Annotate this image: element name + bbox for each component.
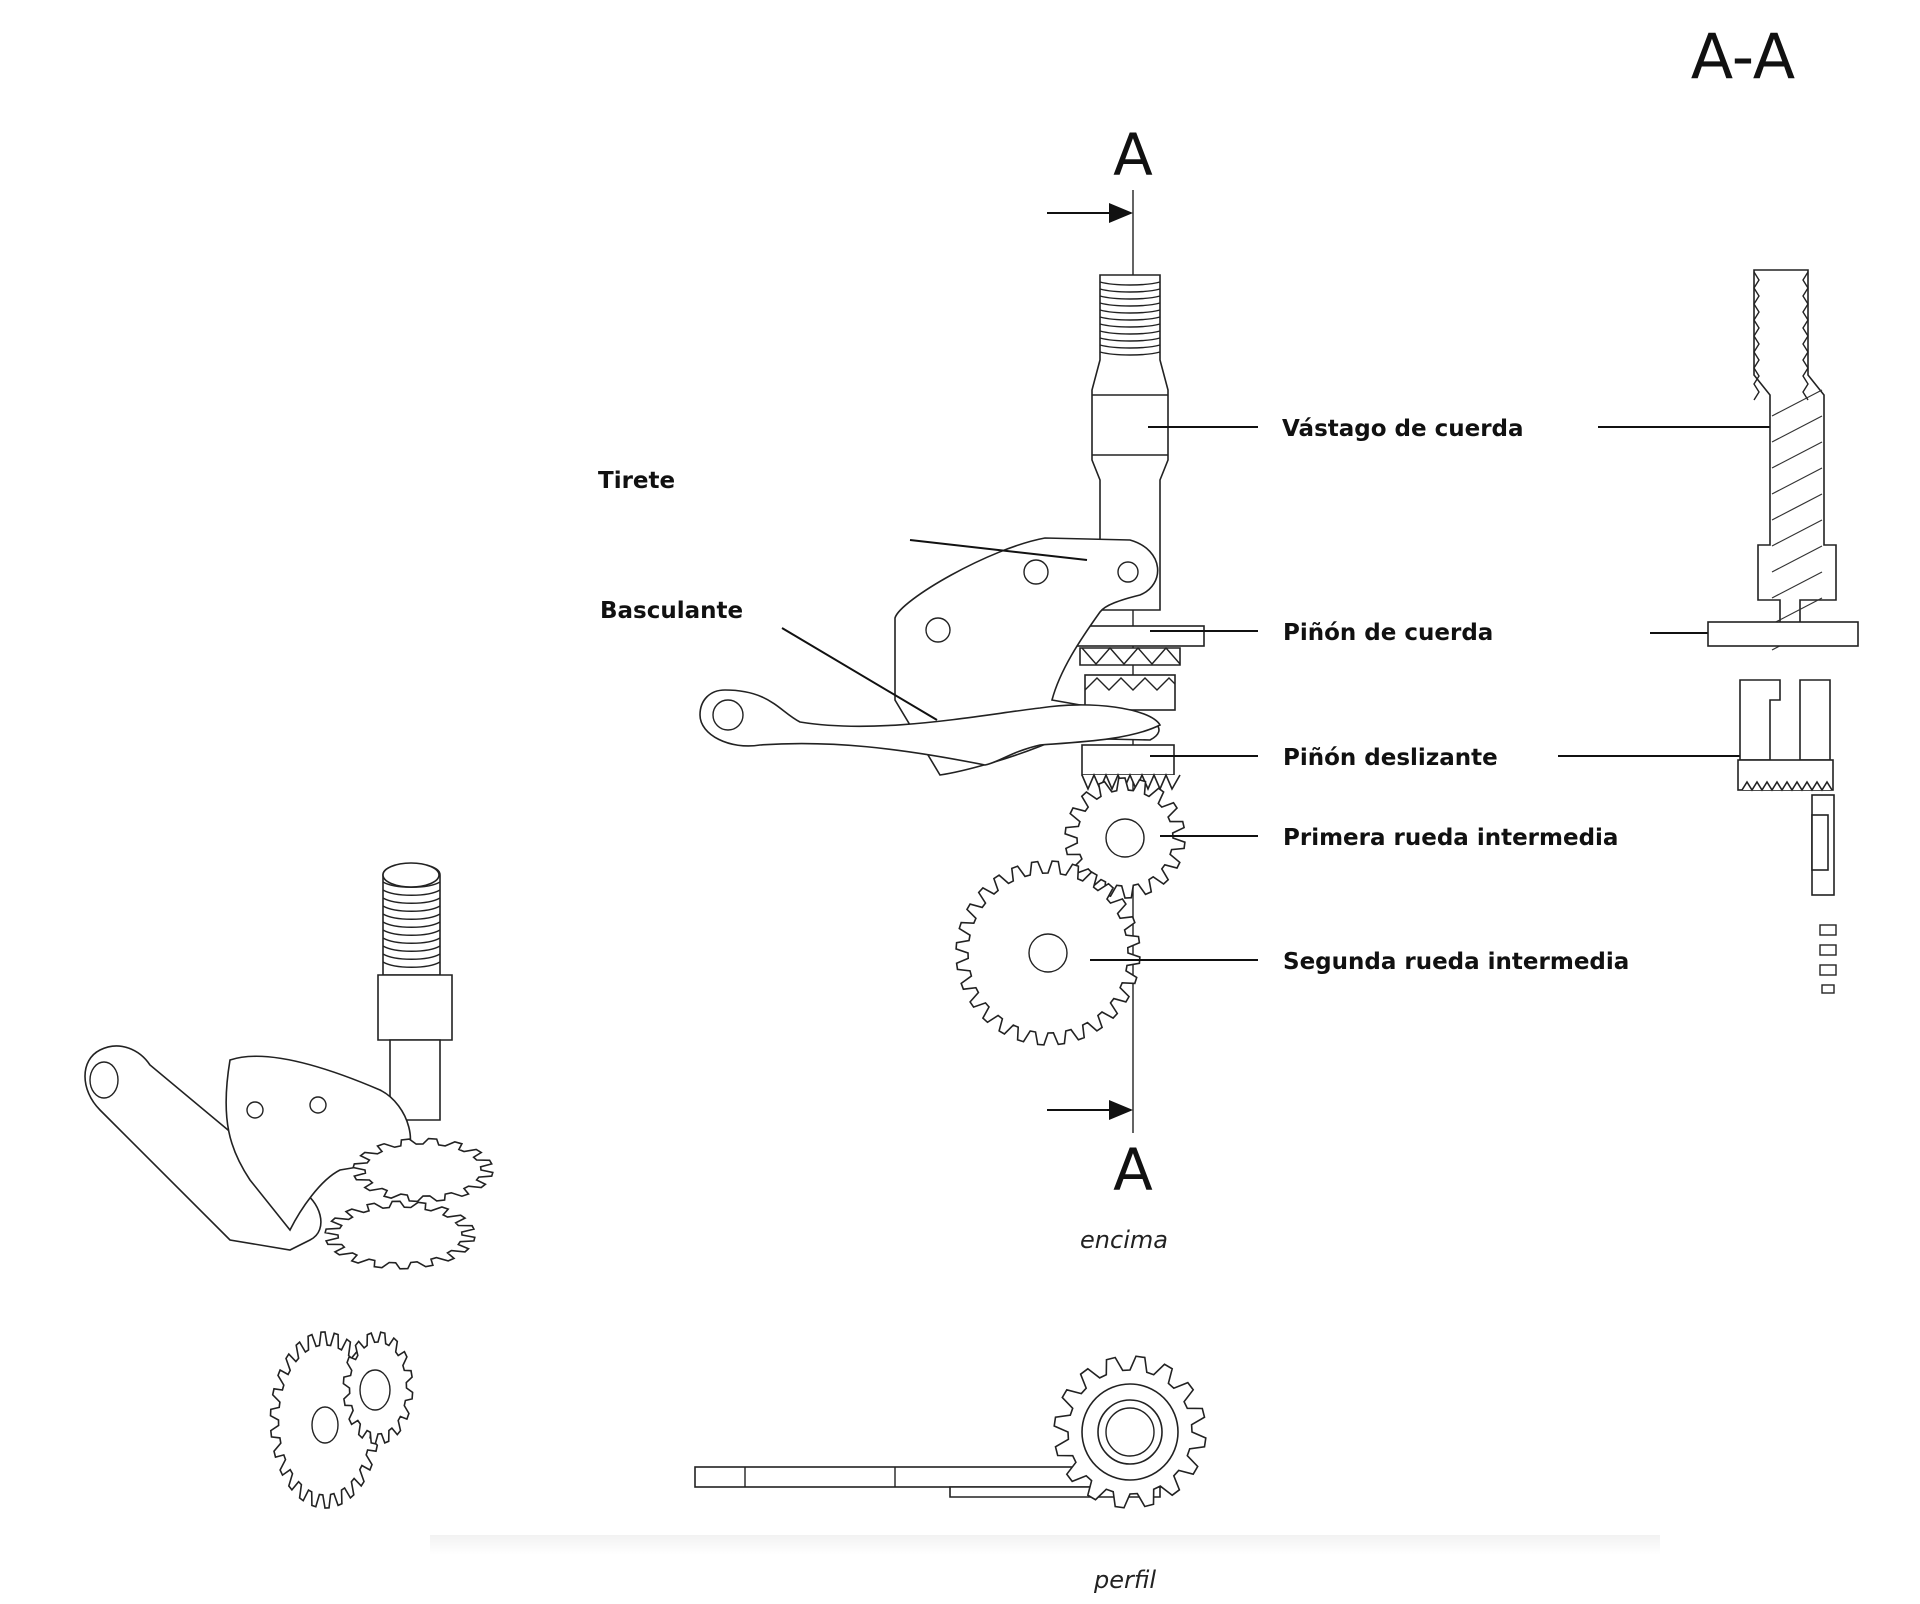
label-second-wheel: Segunda rueda intermedia [1283, 949, 1629, 975]
section-mark-top: A [1113, 121, 1153, 189]
thread-line [1099, 302, 1161, 307]
section-mark-bottom: A [1113, 1136, 1153, 1204]
thread-line [1099, 288, 1161, 293]
thread-line [382, 953, 441, 960]
label-basculante: Basculante [600, 598, 743, 624]
hatch-line [1771, 441, 1823, 469]
thread-line [382, 921, 441, 928]
thread-line [1099, 344, 1161, 349]
thread-line [382, 945, 441, 952]
label-tirete: Tirete [598, 468, 675, 494]
thread-line [382, 897, 441, 904]
top-view [699, 274, 1205, 1046]
thread-line [1099, 351, 1161, 356]
callouts: Vástago de cuerda Tirete Basculante Piñó… [598, 416, 1772, 975]
thread-line [1099, 323, 1161, 328]
label-winding-stem: Vástago de cuerda [1282, 416, 1524, 442]
winding-stem [1091, 274, 1169, 611]
hatch-line [1771, 389, 1823, 417]
thread-line [382, 905, 441, 912]
label-sliding-pinion: Piñón deslizante [1283, 745, 1498, 771]
section-title: A-A [1691, 20, 1795, 93]
thread-line [382, 937, 441, 944]
thread-line [1099, 330, 1161, 335]
hatch-line [1771, 571, 1823, 599]
second-intermediate-wheel [955, 860, 1141, 1046]
caption-profile-view: perfil [1093, 1566, 1156, 1594]
caption-top-view: encima [1080, 1226, 1168, 1254]
hatch-line [1771, 415, 1823, 443]
section-view [1707, 269, 1859, 994]
thread-line [382, 881, 441, 888]
thread-line [382, 913, 441, 920]
label-first-wheel: Primera rueda intermedia [1283, 825, 1618, 851]
hatch-line [1771, 597, 1823, 625]
hatch-line [1771, 545, 1823, 573]
thread-line [382, 961, 441, 968]
isometric-view [84, 862, 494, 1509]
thread-line [1099, 295, 1161, 300]
rocker-arm [699, 689, 1162, 766]
thread-line [382, 889, 441, 896]
hatch-line [1771, 467, 1823, 495]
first-intermediate-wheel [1064, 777, 1186, 899]
thread-line [1099, 309, 1161, 314]
profile-view [430, 1355, 1660, 1555]
sliding-pinion [1081, 674, 1181, 792]
thread-line [1099, 337, 1161, 342]
hatch-line [1771, 519, 1823, 547]
thread-line [382, 929, 441, 936]
thread-line [1099, 281, 1161, 286]
hatch-line [1771, 493, 1823, 521]
label-winding-pinion: Piñón de cuerda [1283, 620, 1493, 646]
thread-line [1099, 316, 1161, 321]
